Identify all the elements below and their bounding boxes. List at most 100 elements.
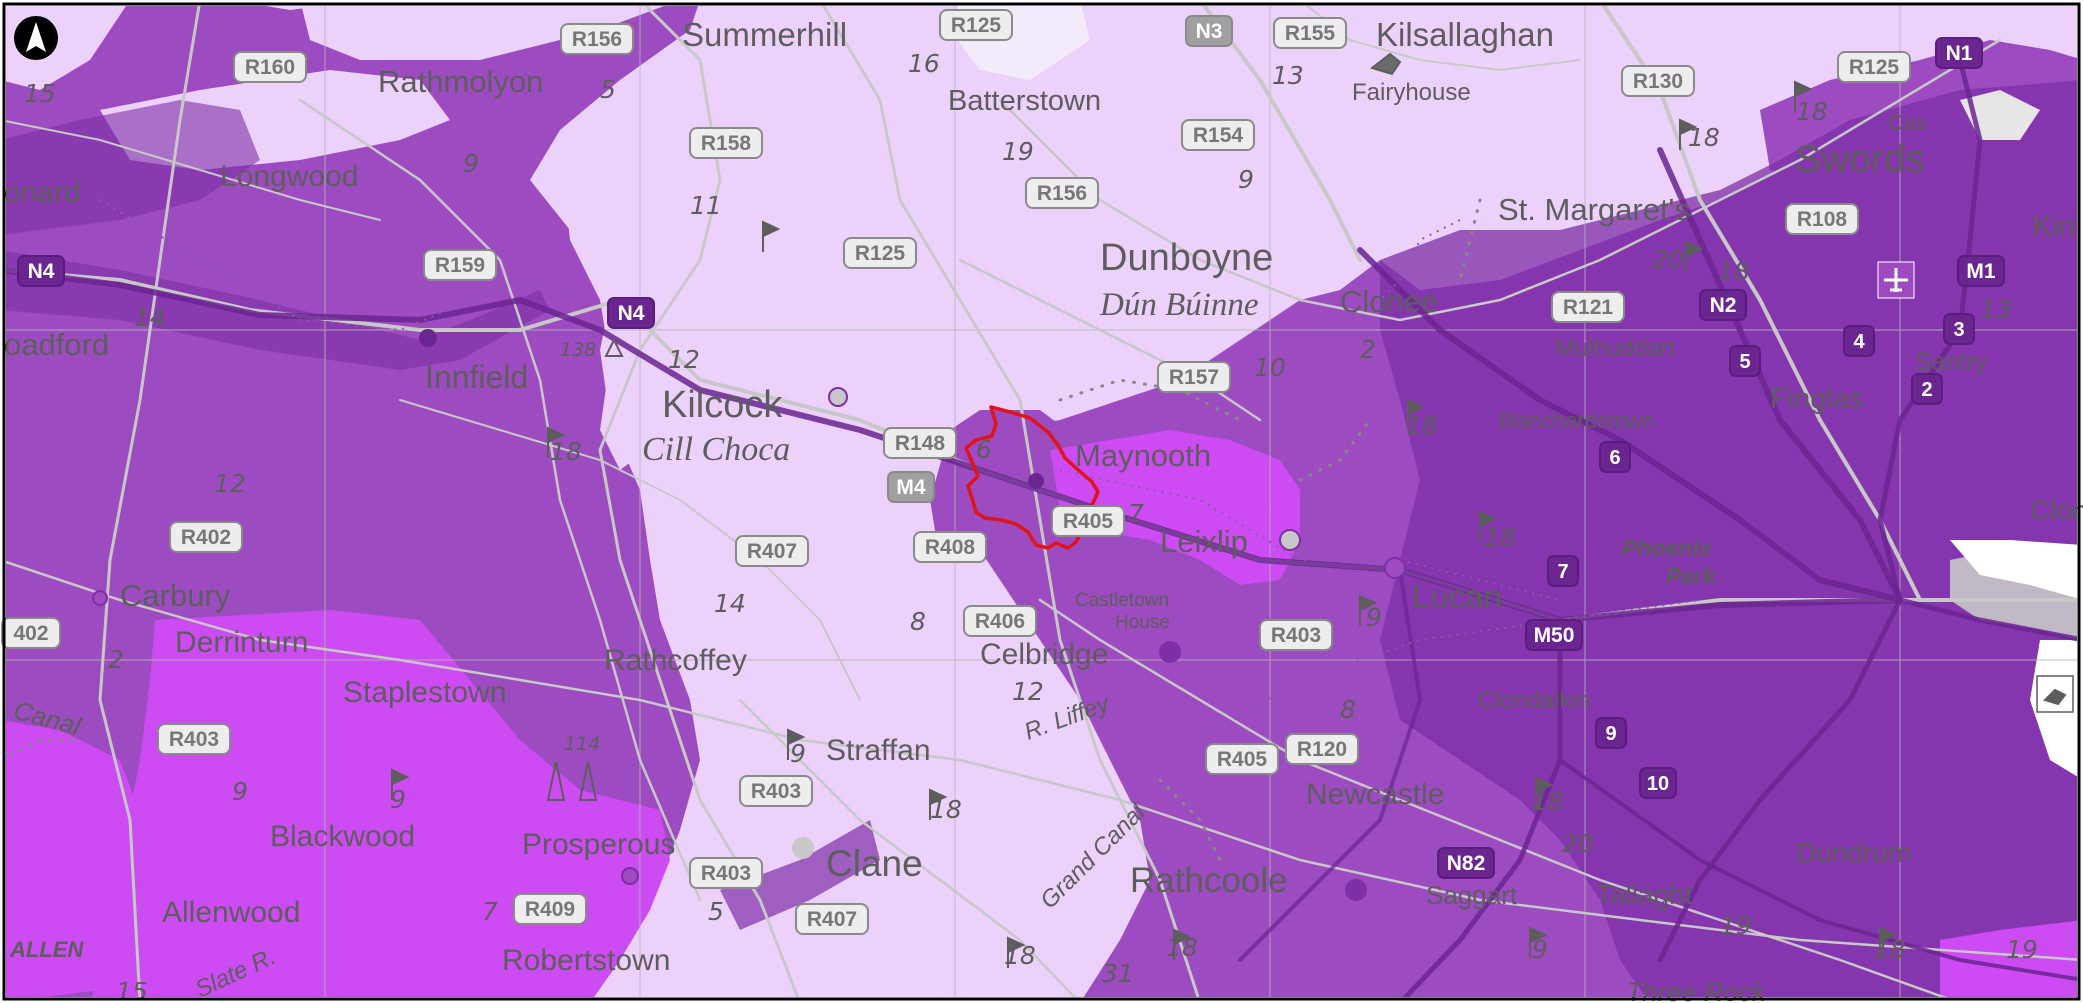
shield-n4-east: N4 [607, 297, 655, 329]
shield-r125-top: R125 [939, 9, 1013, 41]
zone-pale-top-band2 [301, 6, 664, 60]
label-dunboyne: Dunboyne [1100, 237, 1273, 279]
dotted-paths [6, 198, 1482, 862]
svg-text:R409: R409 [525, 898, 575, 921]
shield-j2: 2 [1911, 373, 1943, 405]
shield-m1: M1 [1957, 255, 2005, 287]
num-6: 6 [976, 435, 992, 464]
num-5: 5 [600, 75, 616, 104]
golf-flag-icon [1407, 398, 1426, 430]
mast-icon [546, 761, 598, 801]
svg-text:M4: M4 [896, 476, 925, 499]
road-shields: R156 R125 N3 R155 R160 R130 R125 N1 [1, 9, 2005, 935]
num-9a: 9 [463, 149, 479, 178]
label-clon: Clon [2030, 495, 2083, 526]
bird-sanctuary-icon [2036, 675, 2074, 713]
label-lucan: Lucan [1412, 578, 1502, 615]
north-arrow-icon [14, 16, 58, 60]
label-swords: Swords [1795, 138, 1925, 181]
svg-text:R158: R158 [701, 132, 752, 155]
misc-icons [546, 52, 2074, 801]
svg-text:R405: R405 [1063, 510, 1114, 533]
golf-flag-icon [547, 426, 566, 458]
golf-flag-icon [1007, 936, 1026, 968]
num-18e: 18 [550, 437, 582, 466]
num-13b: 13 [1980, 295, 2012, 324]
label-leonard: onard [4, 176, 81, 209]
shield-r154: R154 [1181, 119, 1255, 151]
num-9g: 9 [1532, 935, 1548, 964]
num-2a: 2 [1360, 335, 1376, 364]
label-innfield: Innfield [425, 359, 528, 395]
label-house: House [1115, 612, 1170, 633]
num-7b: 7 [482, 897, 498, 926]
svg-text:N1: N1 [1946, 42, 1973, 65]
shield-m50: M50 [1525, 619, 1583, 651]
label-rathmolyon: Rathmolyon [378, 64, 543, 99]
shield-m4: M4 [887, 471, 935, 503]
svg-text:10: 10 [1647, 773, 1669, 795]
label-dunboyne-irish: Dún Búinne [1099, 287, 1259, 323]
label-carbury: Carbury [120, 578, 231, 613]
label-celbridge: Celbridge [980, 638, 1108, 671]
label-kin: Kin [2032, 210, 2075, 243]
shield-r405-maynooth: R405 [1051, 505, 1125, 537]
svg-text:R148: R148 [895, 432, 946, 455]
svg-text:N82: N82 [1447, 852, 1486, 875]
label-newcastle: Newcastle [1306, 778, 1444, 811]
num-19: 19 [1002, 137, 1034, 166]
golf-flag-icon [1479, 510, 1498, 542]
svg-text:6: 6 [1609, 447, 1620, 469]
svg-text:R130: R130 [1633, 70, 1683, 93]
label-dundrum: Dundrum [1796, 837, 1911, 868]
svg-text:5: 5 [1739, 351, 1750, 373]
golf-flag-icon [1679, 118, 1698, 150]
shield-r405-south: R405 [1205, 743, 1279, 775]
num-14b: 14 [714, 589, 746, 618]
shield-r121: R121 [1551, 291, 1625, 323]
svg-text:R125: R125 [951, 14, 1002, 37]
shield-r125-mid: R125 [843, 237, 917, 269]
svg-text:R406: R406 [975, 610, 1025, 633]
shield-r402: R402 [169, 521, 243, 553]
svg-text:R408: R408 [925, 536, 976, 559]
num-8: 8 [910, 607, 926, 636]
num-12b: 12 [214, 469, 246, 498]
shield-r158: R158 [689, 127, 763, 159]
num-9c: 9 [1366, 603, 1382, 632]
label-longwood: Longwood [220, 160, 358, 193]
svg-text:R121: R121 [1563, 296, 1614, 319]
num-16: 16 [908, 49, 940, 78]
label-finglas: Finglas [1770, 383, 1864, 415]
num-12a: 12 [668, 345, 700, 374]
num-7: 7 [1128, 499, 1144, 528]
shield-r130: R130 [1621, 65, 1695, 97]
svg-text:M50: M50 [1534, 624, 1575, 647]
label-maynooth: Maynooth [1075, 438, 1211, 473]
svg-text:N3: N3 [1196, 20, 1223, 43]
label-clane: Clane [826, 843, 923, 884]
shield-r407-south: R407 [795, 903, 869, 935]
svg-text:R402: R402 [181, 526, 231, 549]
num-15: 15 [24, 79, 56, 108]
num-9d: 9 [232, 777, 248, 806]
num-18c: 18 [1718, 257, 1750, 286]
shield-j10: 10 [1639, 767, 1677, 799]
svg-text:9: 9 [1605, 723, 1616, 745]
num-18f: 18 [1484, 523, 1516, 552]
zone-dark-n4-band [6, 251, 550, 370]
label-saggart: Saggart [1426, 880, 1518, 910]
label-blanchardstown: Blanchardstown [1498, 408, 1655, 433]
golf-flag-icon [929, 788, 948, 820]
svg-text:N4: N4 [618, 302, 645, 325]
golf-flag-icon [787, 728, 806, 760]
railways [99, 199, 1701, 741]
shield-n2: N2 [1699, 289, 1747, 321]
label-allen: ALLEN [9, 937, 84, 962]
boundary-outline[interactable] [964, 405, 1100, 550]
num-13: 13 [1272, 61, 1304, 90]
